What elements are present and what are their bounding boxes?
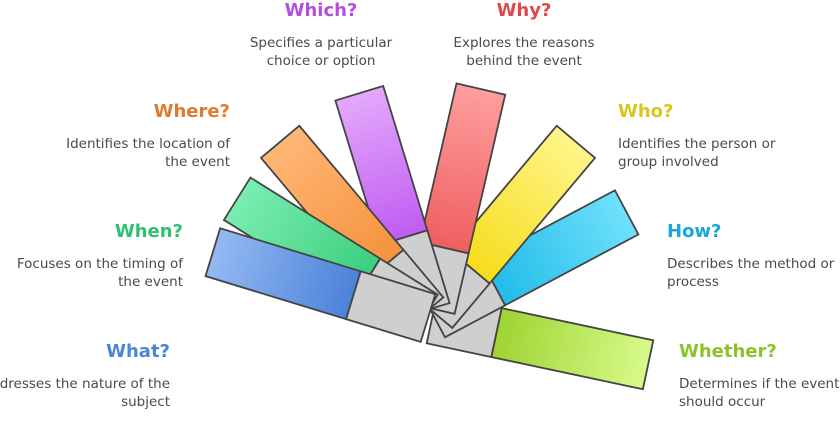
how-title: How? [667,221,722,242]
why-label: Why? Explores the reasons behind the eve… [429,0,619,70]
blade-what-hub [344,270,437,344]
where-title: Where? [153,101,230,122]
blade-what [204,227,437,344]
what-title: What? [106,341,170,362]
whether-title: Whether? [679,341,777,362]
where-label: Where? Identifies the location of the ev… [40,101,230,171]
how-desc: Describes the method or process [667,256,835,290]
who-title: Who? [618,101,674,122]
what-desc: Addresses the nature of the subject [0,376,170,410]
whether-label: Whether? Determines if the event should … [679,341,840,411]
which-title: Which? [284,0,358,21]
when-title: When? [114,221,183,242]
what-label: What? Addresses the nature of the subjec… [0,341,170,411]
why-desc: Explores the reasons behind the event [453,35,595,69]
which-desc: Specifies a particular choice or option [249,35,393,69]
why-title: Why? [496,0,552,21]
blade-whether-color [490,307,655,391]
where-desc: Identifies the location of the event [66,136,230,170]
when-label: When? Focuses on the timing of the event [0,221,183,291]
whether-desc: Determines if the event should occur [679,376,840,410]
when-desc: Focuses on the timing of the event [16,256,183,290]
who-label: Who? Identifies the person or group invo… [618,101,808,171]
which-label: Which? Specifies a particular choice or … [226,0,416,70]
how-label: How? Describes the method or process [667,221,840,291]
who-desc: Identifies the person or group involved [618,136,776,170]
